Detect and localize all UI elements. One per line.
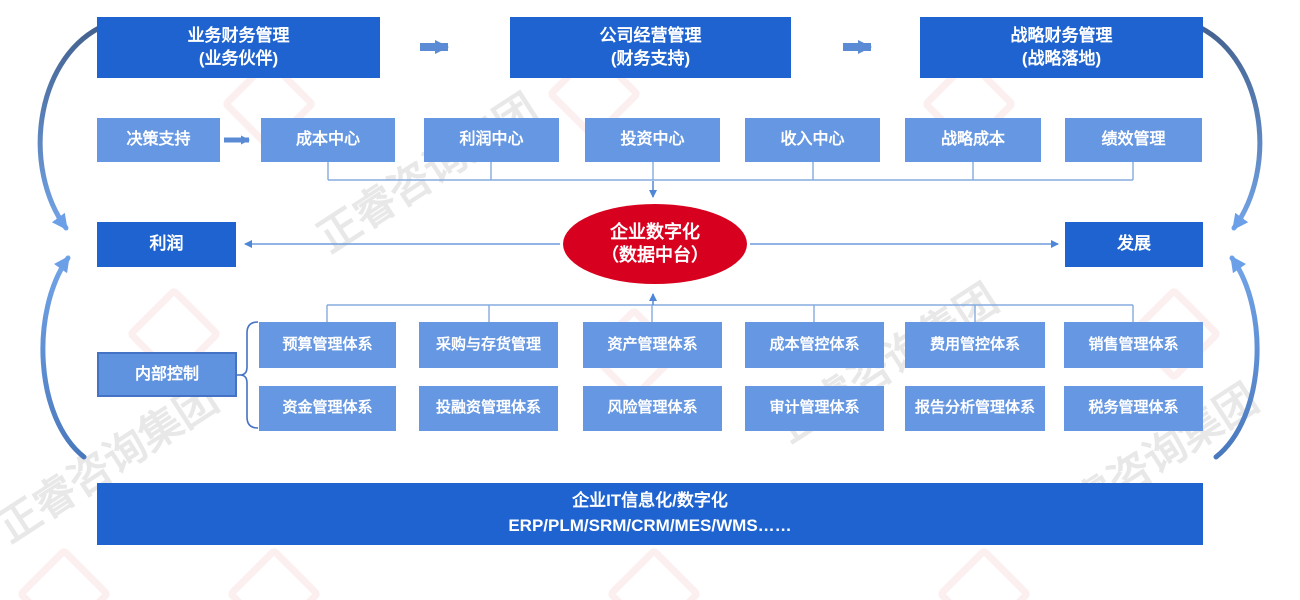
node-cost-control-system: 成本管控体系	[745, 322, 884, 368]
node-audit-mgmt-system: 审计管理体系	[745, 386, 884, 431]
node-investment-financing-mgmt-system: 投融资管理体系	[419, 386, 558, 431]
node-budget-mgmt-system: 预算管理体系	[259, 322, 396, 368]
node-profit-center: 利润中心	[424, 118, 559, 162]
ellipse-label: 企业数字化	[610, 221, 700, 242]
curved-arrow-left-bottom	[40, 255, 87, 460]
node-decision-support: 决策支持	[97, 118, 220, 162]
node-risk-mgmt-system: 风险管理体系	[583, 386, 722, 431]
node-label: 业务财务管理	[187, 25, 290, 45]
node-strategic-finance-mgmt: 战略财务管理 (战略落地)	[920, 17, 1203, 78]
bottom-bar-title: 企业IT信息化/数字化	[572, 491, 728, 511]
node-sublabel: (业务伙伴)	[198, 48, 279, 68]
bottom-bar-systems: ERP/PLM/SRM/CRM/MES/WMS……	[508, 516, 792, 535]
node-expense-control-system: 费用管控体系	[905, 322, 1045, 368]
node-enterprise-digitalization: 企业数字化 （数据中台）	[563, 204, 747, 284]
node-cost-center: 成本中心	[261, 118, 395, 162]
curved-arrow-right-bottom	[1213, 255, 1260, 460]
node-business-finance-mgmt: 业务财务管理 (业务伙伴)	[97, 17, 380, 78]
node-strategic-cost: 战略成本	[905, 118, 1041, 162]
node-development: 发展	[1065, 222, 1203, 267]
node-procurement-inventory-mgmt: 采购与存货管理	[419, 322, 558, 368]
node-sales-mgmt-system: 销售管理体系	[1064, 322, 1203, 368]
node-internal-control: 内部控制	[97, 352, 237, 397]
node-performance-mgmt: 绩效管理	[1065, 118, 1202, 162]
node-profit: 利润	[97, 222, 236, 267]
curved-arrow-right-top	[1198, 25, 1263, 231]
node-investment-center: 投资中心	[585, 118, 720, 162]
bottom-it-bar: 企业IT信息化/数字化 ERP/PLM/SRM/CRM/MES/WMS……	[97, 483, 1203, 545]
node-label: 战略财务管理	[1010, 25, 1113, 45]
curved-arrow-left-top	[37, 25, 102, 231]
connector-grid-tree	[326, 304, 1134, 322]
node-sublabel: (财务支持)	[610, 48, 691, 68]
node-sublabel: (战略落地)	[1021, 48, 1102, 68]
ellipse-sublabel: （数据中台）	[601, 245, 709, 265]
node-label: 公司经营管理	[599, 25, 702, 45]
node-company-operation-mgmt: 公司经营管理 (财务支持)	[510, 17, 791, 78]
node-tax-mgmt-system: 税务管理体系	[1064, 386, 1203, 431]
node-capital-mgmt-system: 资金管理体系	[259, 386, 396, 431]
node-revenue-center: 收入中心	[745, 118, 880, 162]
node-report-analysis-mgmt-system: 报告分析管理体系	[905, 386, 1045, 431]
node-asset-mgmt-system: 资产管理体系	[583, 322, 722, 368]
internal-control-brace	[237, 321, 259, 429]
connector-centers-tree	[327, 162, 1134, 181]
